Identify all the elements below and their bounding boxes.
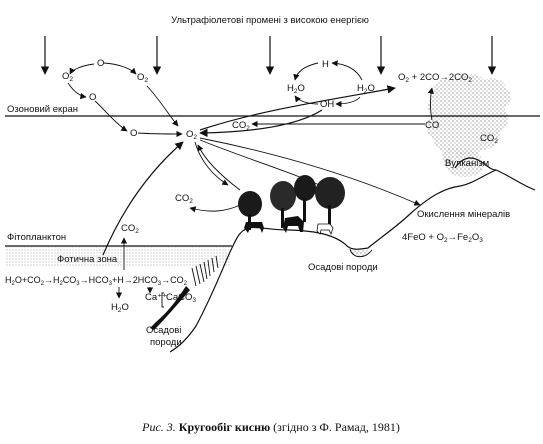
ozone-cycle: O2 O O2 O O: [62, 58, 183, 139]
arrow-o2-to-combustion: [199, 85, 396, 131]
arrow-oh-to-o2: [199, 109, 323, 138]
tree-2-trunk: [281, 208, 284, 228]
bracket-caco3: [161, 292, 164, 308]
tree-3-trunk: [303, 198, 306, 222]
arrow-h2o-to-oh: [335, 96, 361, 108]
sediment-pocket: [349, 248, 373, 258]
o2-fan-arrows: [102, 137, 421, 256]
label-phytoplankton: Фітопланктон: [7, 232, 66, 243]
formula-h2o-left: H2O: [287, 83, 305, 95]
photic-zone-fill: [5, 247, 230, 267]
figure-caption: Рис. 3. Кругообіг кисню (згідно з Ф. Рам…: [141, 420, 400, 434]
uv-arrows: [40, 36, 497, 75]
uv-title: Ультрафіолетові промені з високою енергі…: [171, 15, 369, 26]
arrow-co-to-combustion: [427, 87, 434, 121]
formula-co2-sea: CO2: [121, 223, 139, 235]
animal-elephant: [283, 216, 304, 233]
arrow-o2-to-minerals: [199, 137, 421, 206]
label-volcanism: Вулканізм: [445, 158, 489, 169]
sea: Фітопланктон Фотична зона CO2 H2O+CO2→H2…: [5, 223, 232, 348]
formula-h2o-sea: H2O: [111, 302, 129, 314]
formula-o-lower: O: [130, 128, 137, 139]
formula-h-top: H: [322, 59, 329, 70]
sediment-band: [150, 286, 190, 330]
tree-2: [270, 181, 296, 211]
formula-o2-center: O2: [186, 129, 197, 141]
tree-4-trunk: [328, 205, 331, 230]
animal-cow: [316, 223, 334, 236]
arrow-oh-to-h2o: [294, 95, 319, 105]
arrow-o-to-o2-left: [69, 63, 95, 75]
formula-co-ozone: CO: [425, 120, 439, 131]
label-sedimentary-left-2: породи: [150, 337, 182, 348]
arrow-co2-to-land: [189, 204, 241, 213]
formula-combustion: O2 + 2CO→2CO2: [398, 72, 472, 84]
formula-h2o-right: H2O: [357, 83, 375, 95]
formula-oh: OH: [320, 99, 334, 110]
formula-ca-ion: Ca⁺⁺: [145, 292, 167, 303]
label-photic-zone: Фотична зона: [57, 254, 118, 265]
arrow-sea-to-o2: [102, 141, 184, 256]
arrow-o-to-center: [137, 130, 183, 138]
tree-3: [294, 175, 316, 201]
arrow-o2-to-o-mid: [67, 82, 87, 100]
formula-o-top: O: [97, 58, 104, 69]
formula-o2-top: O2: [137, 72, 148, 84]
formula-co2-volcano: CO2: [480, 133, 498, 145]
formula-co2-air: CO2: [175, 193, 193, 205]
arrow-o2-top-to-center: [146, 85, 179, 127]
volcanic-cloud-upper: [426, 74, 512, 157]
arrow-o2-to-land: [194, 141, 229, 186]
arrow-h2o-to-h: [331, 60, 363, 81]
label-sedimentary-right: Осадові породи: [308, 262, 378, 273]
label-sedimentary-left-1: Осадові: [146, 325, 181, 336]
arrow-land-to-o2: [197, 144, 241, 191]
formula-co2-ozone: CO2: [232, 120, 250, 132]
ozone-screen-label: Озоновий екран: [7, 104, 78, 115]
volcanic-cloud: [426, 74, 512, 177]
label-mineral-oxidation: Окислення мінералів: [417, 209, 510, 220]
coast-slope: [169, 251, 231, 353]
biosphere: [238, 175, 345, 236]
formula-o2-left: O2: [62, 71, 73, 83]
volcanic-cloud-lower: [442, 147, 484, 177]
arrow-o-to-o2-top: [103, 62, 137, 75]
animal-1: [244, 222, 264, 233]
tree-4: [315, 177, 345, 209]
reef-hatching: [191, 255, 219, 287]
water-photolysis-cycle: H H2O H2O OH: [199, 59, 375, 138]
formula-o-mid: O: [89, 92, 96, 103]
arrow-h-to-h2o: [293, 62, 319, 81]
formula-carbonate-chain: H2O+CO2→H2CO3→HCO3+H→2HCO3→CO2: [5, 275, 188, 287]
arrow-o-mid-to-o: [94, 100, 128, 132]
volcano-peak: [454, 157, 497, 171]
formula-iron-oxidation: 4FeO + O2→Fe2O3: [402, 232, 483, 244]
tree-1: [238, 191, 262, 217]
